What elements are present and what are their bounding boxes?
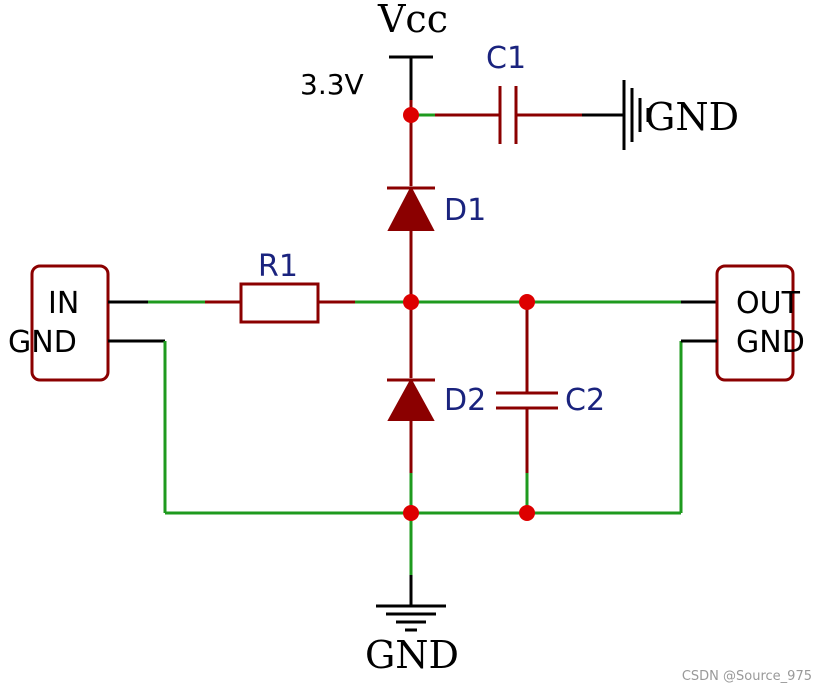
junction-node bbox=[519, 294, 535, 310]
diode-d2 bbox=[387, 302, 435, 513]
input-pin-gnd-label: GND bbox=[8, 325, 77, 360]
c2-label: C2 bbox=[565, 383, 605, 418]
ground-icon bbox=[376, 604, 446, 632]
junction-node bbox=[403, 294, 419, 310]
vcc-label: Vcc bbox=[377, 0, 448, 41]
c1-ground-label: GND bbox=[645, 95, 739, 139]
output-pin-out-label: OUT bbox=[736, 286, 801, 321]
output-pin-gnd-label: GND bbox=[736, 325, 805, 360]
r1-label: R1 bbox=[258, 249, 298, 284]
ground-icon bbox=[622, 80, 650, 150]
junction-nodes bbox=[403, 107, 535, 521]
watermark: CSDN @Source_975 bbox=[682, 669, 812, 684]
vcc-voltage-label: 3.3V bbox=[300, 68, 364, 101]
d2-label: D2 bbox=[444, 383, 486, 418]
output-connector bbox=[715, 264, 795, 382]
main-ground-label: GND bbox=[365, 633, 459, 677]
capacitor-c1 bbox=[411, 86, 624, 144]
resistor-r1 bbox=[108, 282, 355, 324]
c1-label: C1 bbox=[486, 41, 526, 76]
input-connector bbox=[30, 264, 110, 382]
junction-node bbox=[519, 505, 535, 521]
vcc-supply-symbol bbox=[389, 55, 433, 115]
junction-node bbox=[403, 107, 419, 123]
capacitor-c2 bbox=[496, 302, 558, 513]
junction-node bbox=[403, 505, 419, 521]
diode-d1 bbox=[387, 115, 435, 302]
ground-return-wire bbox=[108, 339, 717, 606]
d1-label: D1 bbox=[444, 193, 486, 228]
input-pin-in-label: IN bbox=[48, 286, 79, 321]
